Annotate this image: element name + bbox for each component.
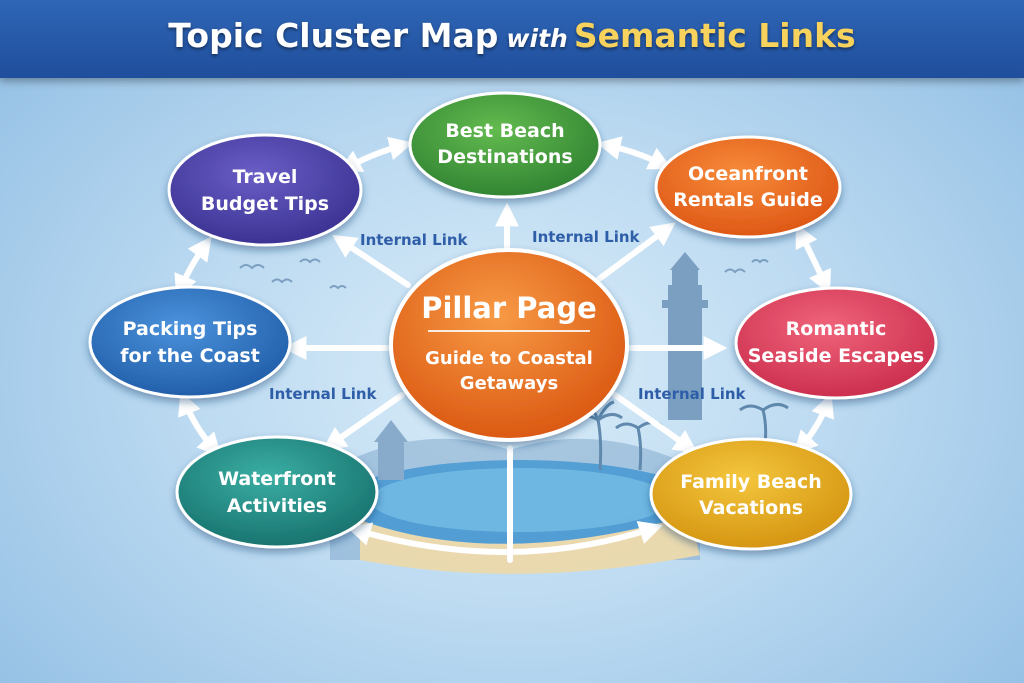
link-budget-best-beach — [337, 136, 414, 173]
cluster-node-budget[interactable]: Travel Budget Tips — [167, 133, 363, 247]
link-pillar-waterfront — [322, 392, 405, 451]
pillar-page-node[interactable]: Pillar Page Guide to Coastal Getaways — [389, 248, 629, 442]
link-pillar-family — [612, 392, 698, 454]
cluster-label-line1: Oceanfront — [688, 163, 808, 185]
tower-icon — [374, 420, 408, 480]
link-label-budget: Internal Link — [360, 231, 468, 249]
link-label-family: Internal Link — [638, 385, 746, 403]
title-main: Topic Cluster Map — [168, 16, 499, 55]
cluster-node-best-beach[interactable]: Best Beach Destinations — [408, 91, 602, 199]
link-best-beach-oceanfront — [596, 136, 673, 170]
cluster-label-line1: Travel — [233, 166, 298, 188]
link-waterfront-family — [346, 521, 664, 555]
pillar-title: Pillar Page — [421, 291, 597, 325]
cluster-label-line2: Vacations — [699, 497, 803, 519]
link-pillar-oceanfront — [592, 222, 676, 285]
cluster-label-line2: Seaside Escapes — [748, 345, 924, 367]
cluster-node-waterfront[interactable]: Waterfront Activities — [175, 435, 379, 549]
cluster-label-line2: Budget Tips — [201, 193, 329, 215]
cluster-node-oceanfront[interactable]: Oceanfront Rentals Guide — [654, 135, 842, 239]
connectors — [174, 136, 835, 563]
title-highlight: Semantic Links — [573, 16, 856, 55]
cluster-node-packing[interactable]: Packing Tips for the Coast — [88, 285, 292, 399]
cluster-label-line2: for the Coast — [120, 345, 260, 367]
cluster-label-line1: Romantic — [786, 318, 887, 340]
link-budget-packing — [174, 236, 212, 299]
cluster-label-line2: Destinations — [437, 146, 572, 168]
cluster-label-line1: Family Beach — [680, 471, 822, 493]
title-with: with — [506, 24, 568, 53]
pillar-subtitle-line2: Getaways — [460, 373, 558, 394]
cluster-node-family[interactable]: Family Beach Vacations — [649, 437, 853, 551]
link-pillar-budget — [331, 234, 411, 288]
cluster-label-line2: Rentals Guide — [673, 189, 823, 211]
cluster-label-line1: Packing Tips — [123, 318, 258, 340]
cluster-label-line1: Best Beach — [445, 120, 564, 142]
cluster-label-line2: Activities — [227, 495, 327, 517]
cluster-node-romantic[interactable]: Romantic Seaside Escapes — [734, 286, 938, 400]
title-banner — [0, 0, 1024, 78]
lighthouse-icon — [662, 252, 708, 420]
link-label-waterfront: Internal Link — [269, 385, 377, 403]
link-packing-waterfront — [178, 391, 222, 458]
pillar-subtitle-line1: Guide to Coastal — [425, 348, 593, 369]
birds-icon — [239, 258, 769, 290]
link-romantic-family — [793, 393, 835, 456]
cluster-label-line1: Waterfront — [218, 468, 336, 490]
link-oceanfront-romantic — [795, 223, 831, 295]
link-label-oceanfront: Internal Link — [532, 228, 640, 246]
